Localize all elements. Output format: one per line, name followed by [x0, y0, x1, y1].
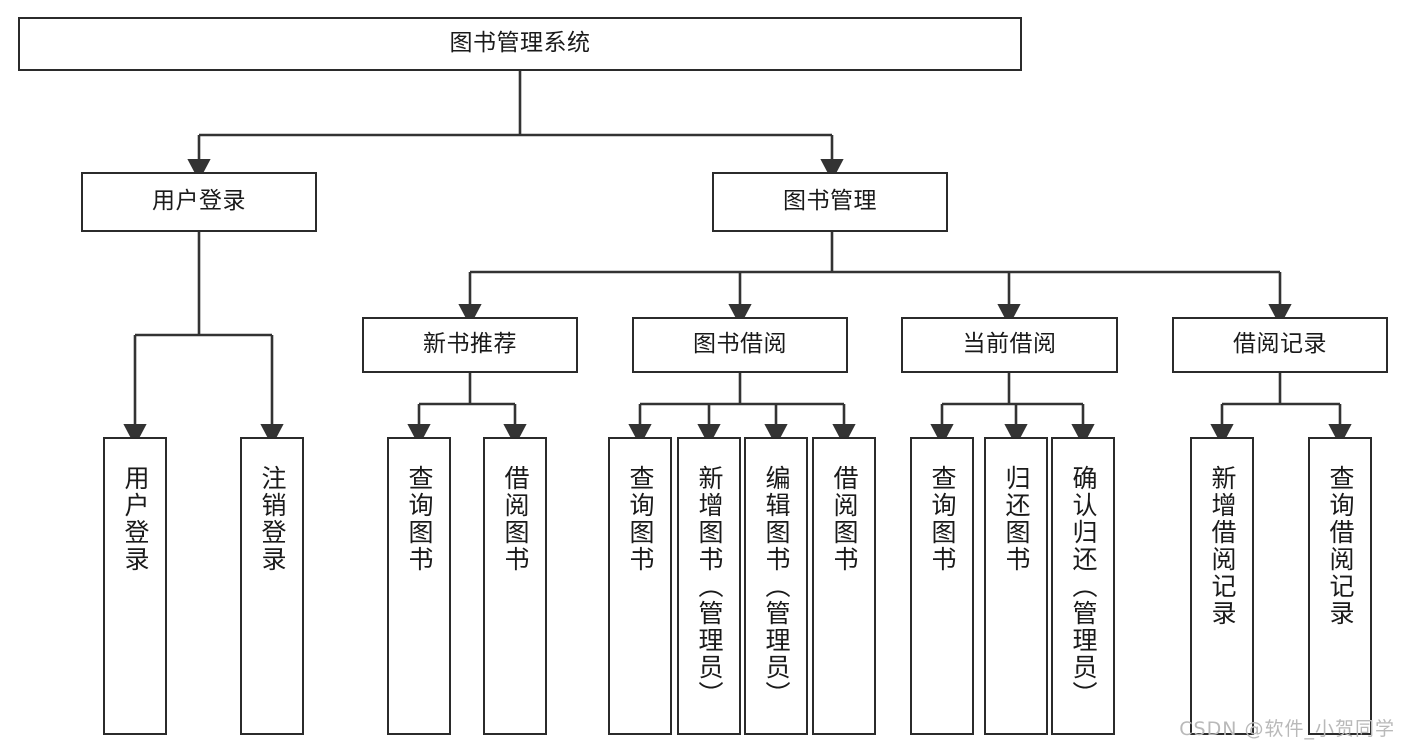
node-label: 查询图书 [928, 465, 957, 573]
node-leaf-add-book[interactable]: 新增图书（管理员） [677, 437, 741, 735]
node-label: 查询图书 [405, 465, 434, 573]
node-leaf-borrow-book[interactable]: 借阅图书 [812, 437, 876, 735]
node-leaf-borrow-book-recommend[interactable]: 借阅图书 [483, 437, 547, 735]
node-label: 新增图书（管理员） [695, 465, 724, 708]
node-label: 新书推荐 [423, 331, 517, 358]
node-label: 图书管理系统 [449, 30, 591, 57]
node-label: 用户登录 [121, 465, 150, 573]
node-label: 图书管理 [783, 188, 877, 215]
node-label: 图书借阅 [693, 331, 787, 358]
node-leaf-return-book[interactable]: 归还图书 [984, 437, 1048, 735]
node-leaf-query-borrow-record[interactable]: 查询借阅记录 [1308, 437, 1372, 735]
node-current-borrow[interactable]: 当前借阅 [901, 317, 1118, 373]
node-label: 新增借阅记录 [1208, 465, 1237, 627]
csdn-watermark: CSDN @软件_小贺同学 [1179, 718, 1395, 740]
node-book-management[interactable]: 图书管理 [712, 172, 948, 232]
node-leaf-user-logout[interactable]: 注销登录 [240, 437, 304, 735]
node-leaf-query-book-current[interactable]: 查询图书 [910, 437, 974, 735]
node-leaf-add-borrow-record[interactable]: 新增借阅记录 [1190, 437, 1254, 735]
node-label: 查询借阅记录 [1326, 465, 1355, 627]
node-leaf-confirm-return[interactable]: 确认归还（管理员） [1051, 437, 1115, 735]
node-label: 归还图书 [1002, 465, 1031, 573]
node-label: 编辑图书（管理员） [762, 465, 791, 708]
node-label: 借阅记录 [1233, 331, 1327, 358]
node-label: 注销登录 [258, 465, 287, 573]
node-label: 借阅图书 [830, 465, 859, 573]
node-book-borrow[interactable]: 图书借阅 [632, 317, 848, 373]
node-borrow-record[interactable]: 借阅记录 [1172, 317, 1388, 373]
node-label: 借阅图书 [501, 465, 530, 573]
node-root-system[interactable]: 图书管理系统 [18, 17, 1022, 71]
node-user-login[interactable]: 用户登录 [81, 172, 317, 232]
node-leaf-user-login[interactable]: 用户登录 [103, 437, 167, 735]
node-leaf-query-book-borrow[interactable]: 查询图书 [608, 437, 672, 735]
node-label: 确认归还（管理员） [1069, 465, 1098, 708]
node-new-book-recommend[interactable]: 新书推荐 [362, 317, 578, 373]
node-leaf-query-book-recommend[interactable]: 查询图书 [387, 437, 451, 735]
node-label: 用户登录 [152, 188, 246, 215]
node-label: 查询图书 [626, 465, 655, 573]
node-label: 当前借阅 [962, 331, 1057, 358]
node-leaf-edit-book[interactable]: 编辑图书（管理员） [744, 437, 808, 735]
